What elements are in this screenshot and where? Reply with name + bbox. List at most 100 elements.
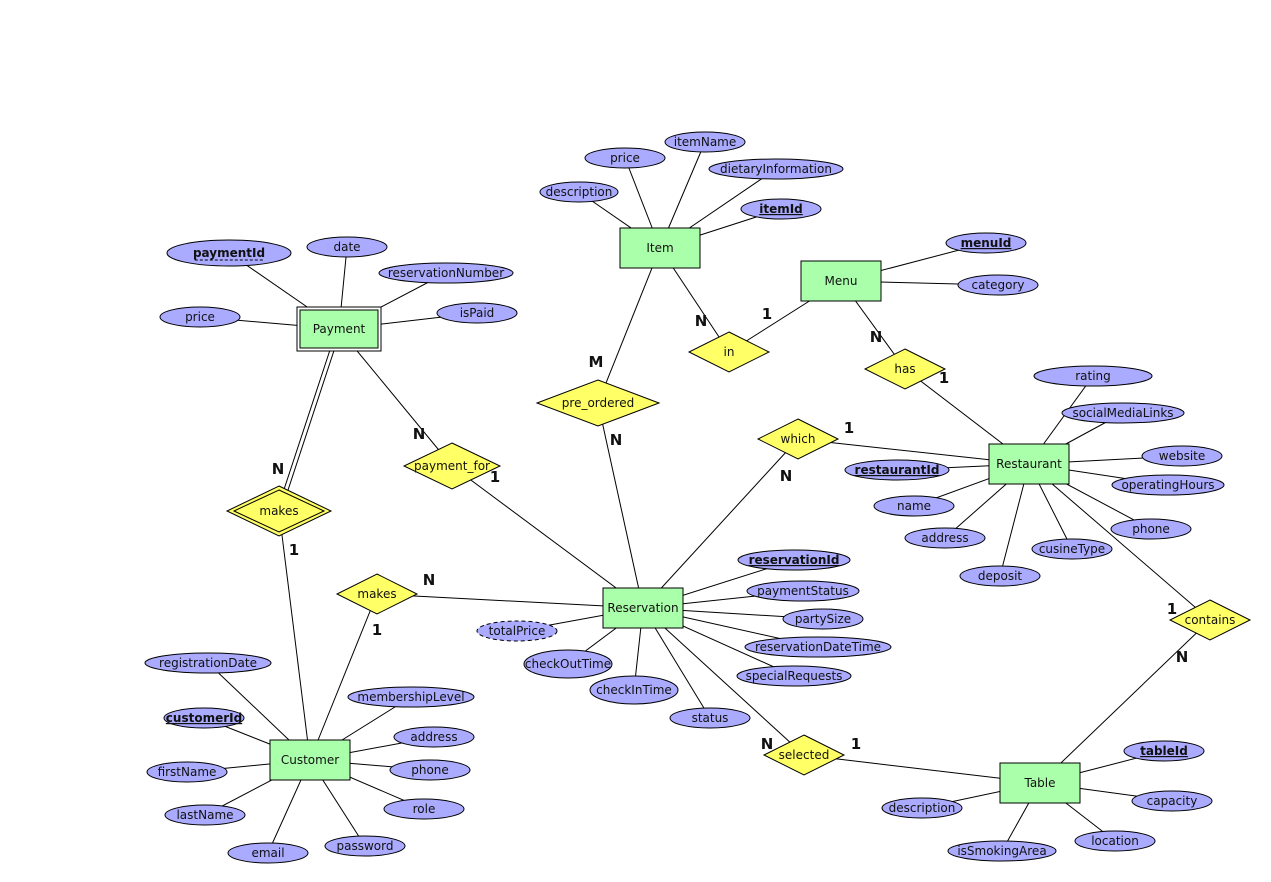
relationship-selected[interactable]: selected — [762, 734, 846, 776]
attribute-ellipse — [844, 459, 950, 481]
attribute-location[interactable]: location — [1074, 830, 1156, 852]
relationship-connector — [1028, 463, 1211, 621]
cardinality-label: N — [272, 460, 285, 478]
attribute-partySize[interactable]: partySize — [782, 608, 864, 630]
attribute-ellipse — [1110, 518, 1192, 540]
attribute-paymentId[interactable]: paymentId — [166, 239, 292, 267]
attribute-role[interactable]: role — [383, 798, 465, 820]
attribute-label: address — [921, 531, 968, 545]
cardinality-label: 1 — [844, 419, 854, 437]
attribute-label: email — [251, 846, 284, 860]
attribute-website[interactable]: website — [1141, 445, 1223, 467]
entity-reservation[interactable]: Reservation — [602, 587, 684, 629]
relationship-diamond — [863, 348, 947, 390]
relationship-diamond — [1168, 599, 1252, 641]
attribute-label: deposit — [978, 569, 1023, 583]
attribute-label: role — [413, 802, 436, 816]
relationship-makes_payment[interactable]: makes — [225, 485, 333, 537]
attribute-name[interactable]: name — [873, 495, 955, 517]
attribute-registrationDate[interactable]: registrationDate — [144, 652, 272, 674]
attribute-capacity[interactable]: capacity — [1131, 790, 1213, 812]
attribute-status[interactable]: status — [669, 707, 751, 729]
attribute-restaurantId[interactable]: restaurantId — [844, 459, 950, 481]
attribute-itemId[interactable]: itemId — [740, 198, 822, 220]
attribute-address[interactable]: address — [393, 726, 475, 748]
attribute-label: price — [610, 151, 640, 165]
attribute-label: checkOutTime — [525, 657, 611, 671]
relationship-diamond — [762, 734, 846, 776]
relationship-pre_ordered[interactable]: pre_ordered — [535, 379, 661, 427]
attribute-isPaid[interactable]: isPaid — [436, 302, 518, 324]
relationship-label: which — [781, 432, 816, 446]
total-participation-line — [280, 329, 342, 512]
attribute-description[interactable]: description — [881, 797, 963, 819]
entity-item[interactable]: Item — [619, 227, 701, 269]
attribute-checkOutTime[interactable]: checkOutTime — [523, 649, 613, 679]
attribute-reservationId[interactable]: reservationId — [737, 549, 851, 571]
attribute-label: password — [337, 839, 394, 853]
attribute-label: description — [546, 185, 613, 199]
attribute-date[interactable]: date — [306, 236, 388, 258]
diagram-shapes: price itemName dietaryInformation descripti… — [144, 131, 1252, 864]
attribute-price[interactable]: price — [159, 306, 241, 328]
attribute-membershipLevel[interactable]: membershipLevel — [347, 686, 475, 708]
cardinality-label: N — [423, 571, 436, 589]
entity-payment[interactable]: Payment — [296, 306, 382, 352]
entity-menu[interactable]: Menu — [800, 260, 882, 302]
attribute-ellipse — [904, 527, 986, 549]
attribute-password[interactable]: password — [324, 835, 406, 857]
attribute-dietaryInformation[interactable]: dietaryInformation — [708, 158, 844, 180]
attribute-label: phone — [1132, 522, 1170, 536]
relationship-has[interactable]: has — [863, 348, 947, 390]
attribute-ellipse — [347, 686, 475, 708]
attribute-reservationNumber[interactable]: reservationNumber — [378, 262, 514, 284]
attribute-description[interactable]: description — [539, 181, 619, 203]
attribute-tableId[interactable]: tableId — [1123, 740, 1205, 762]
attribute-paymentStatus[interactable]: paymentStatus — [746, 580, 860, 602]
attribute-cusineType[interactable]: cusineType — [1031, 538, 1113, 560]
attribute-operatingHours[interactable]: operatingHours — [1111, 474, 1225, 496]
attribute-firstName[interactable]: firstName — [146, 761, 228, 783]
relationship-which[interactable]: which — [756, 418, 840, 460]
entity-label: Restaurant — [996, 457, 1062, 471]
attribute-menuId[interactable]: menuId — [945, 232, 1027, 254]
relationship-contains[interactable]: contains — [1168, 599, 1252, 641]
attribute-phone[interactable]: phone — [1110, 518, 1192, 540]
attribute-checkInTime[interactable]: checkInTime — [589, 675, 679, 705]
entity-table[interactable]: Table — [999, 762, 1081, 804]
attribute-email[interactable]: email — [227, 842, 309, 864]
relationship-makes_res[interactable]: makes — [335, 573, 419, 615]
attribute-specialRequests[interactable]: specialRequests — [736, 665, 852, 687]
attribute-price[interactable]: price — [584, 147, 666, 169]
attribute-reservationDateTime[interactable]: reservationDateTime — [744, 636, 892, 658]
attribute-itemName[interactable]: itemName — [664, 131, 746, 153]
attribute-label: checkInTime — [596, 683, 672, 697]
attribute-lastName[interactable]: lastName — [164, 804, 246, 826]
attribute-address[interactable]: address — [904, 527, 986, 549]
attribute-socialMediaLinks[interactable]: socialMediaLinks — [1061, 402, 1185, 424]
attribute-customerId[interactable]: customerId — [163, 707, 245, 729]
entity-box — [619, 227, 701, 269]
entity-box — [800, 260, 882, 302]
relationship-connector — [309, 593, 378, 761]
entity-customer[interactable]: Customer — [269, 739, 351, 781]
cardinality-label: N — [870, 328, 883, 346]
relationship-diamond — [335, 573, 419, 615]
attribute-totalPrice[interactable]: totalPrice — [476, 620, 558, 642]
attribute-ellipse — [1131, 790, 1213, 812]
attribute-rating[interactable]: rating — [1033, 365, 1153, 387]
attribute-deposit[interactable]: deposit — [959, 565, 1041, 587]
relationship-payment_for[interactable]: payment_for — [402, 442, 502, 490]
attribute-ellipse — [1031, 538, 1113, 560]
relationship-diamond — [232, 489, 326, 533]
attribute-ellipse — [436, 302, 518, 324]
attribute-label: rating — [1075, 369, 1111, 383]
entity-restaurant[interactable]: Restaurant — [988, 443, 1070, 485]
relationship-connector — [1039, 619, 1211, 784]
attribute-category[interactable]: category — [957, 274, 1039, 296]
attribute-ellipse — [146, 761, 228, 783]
attribute-phone[interactable]: phone — [389, 759, 471, 781]
total-participation-line — [276, 328, 338, 511]
attribute-isSmokingArea[interactable]: isSmokingArea — [947, 840, 1057, 862]
relationship-in[interactable]: in — [687, 331, 771, 373]
